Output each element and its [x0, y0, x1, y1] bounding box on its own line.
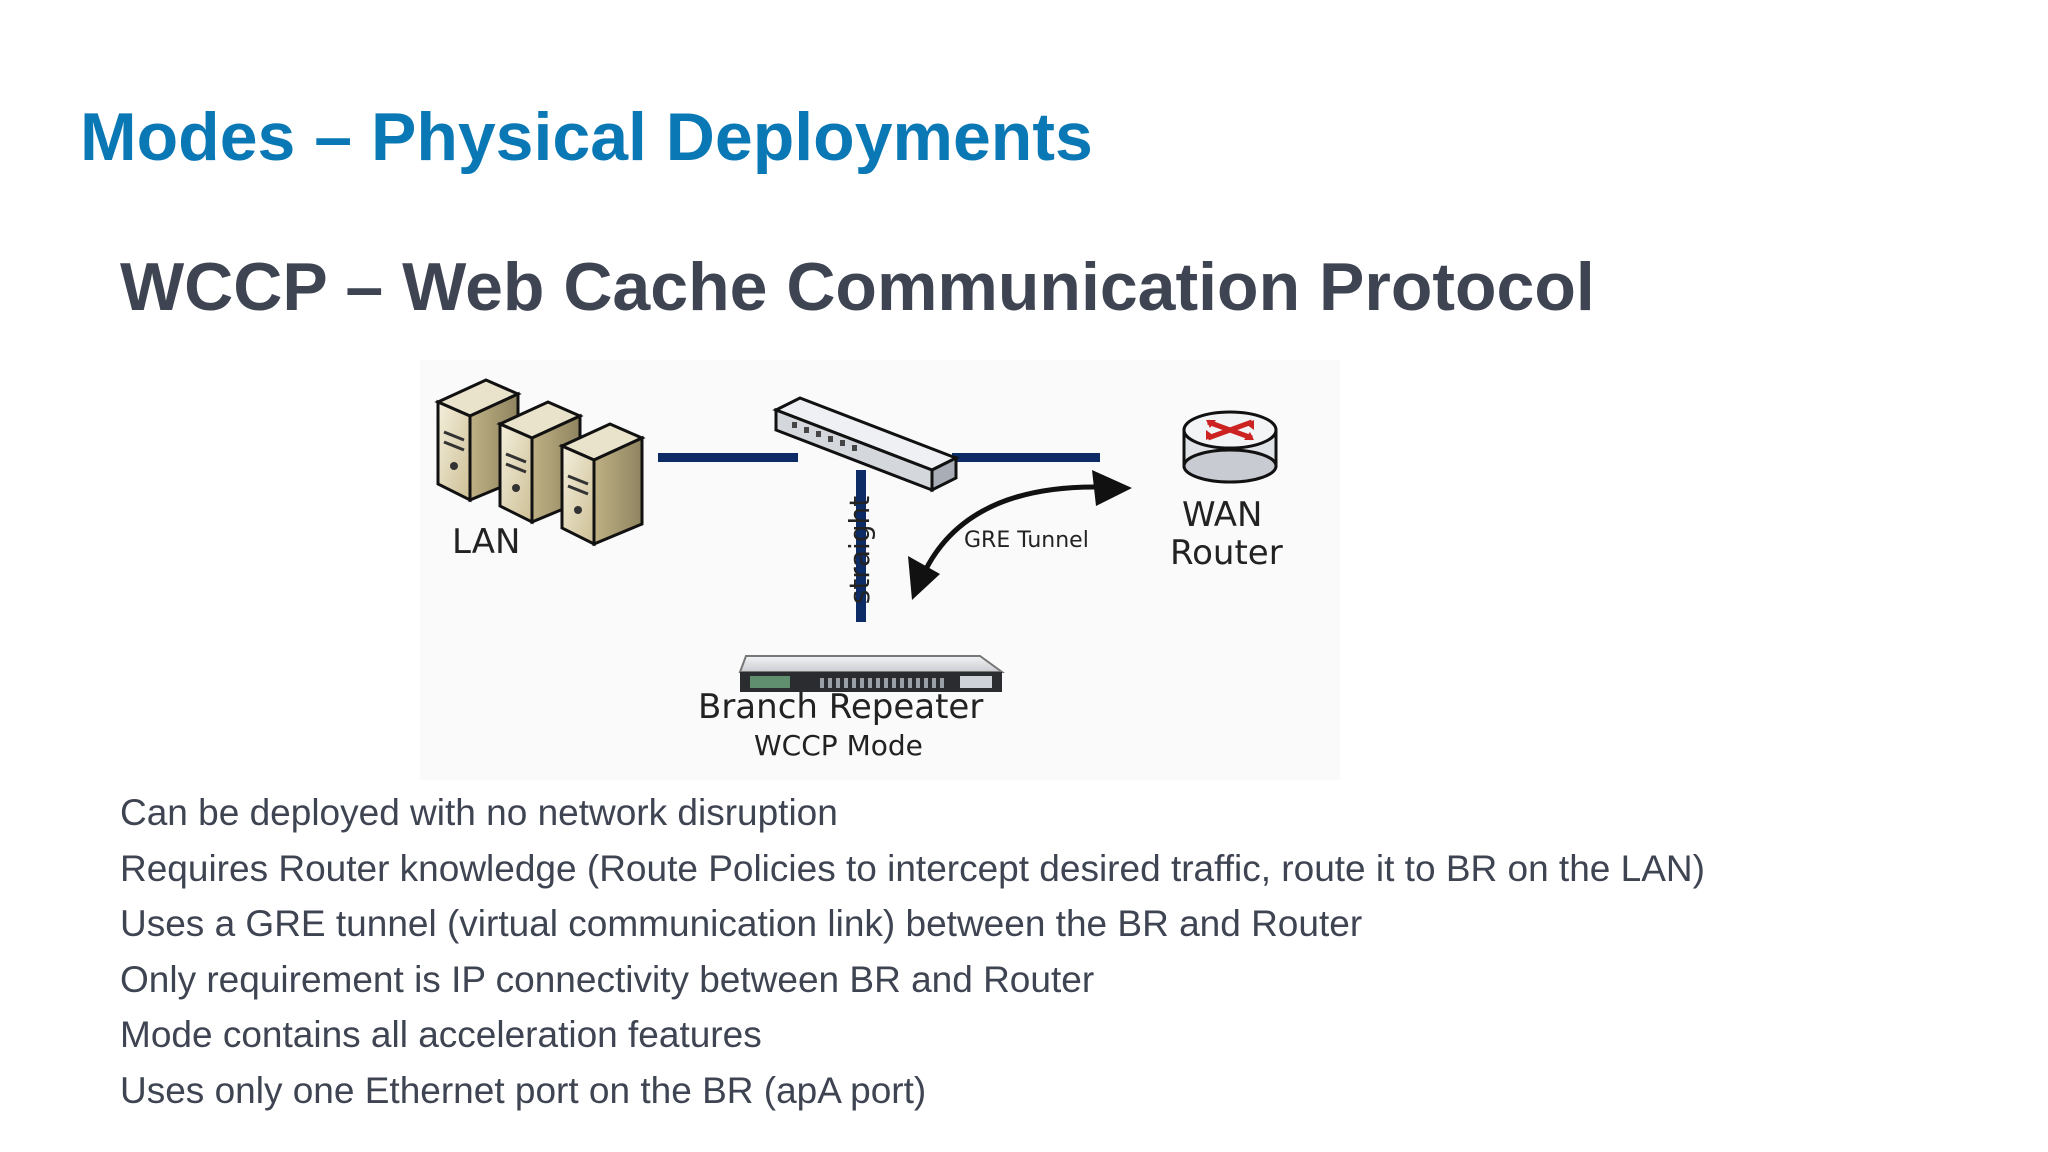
- router-icon: [1182, 410, 1278, 484]
- switch-icon: [772, 396, 960, 493]
- bullet-item: Only requirement is IP connectivity betw…: [120, 958, 1095, 1000]
- slide-title: Modes – Physical Deployments: [80, 99, 1093, 175]
- diagram-graphic: [434, 378, 1278, 692]
- straight-link: [856, 470, 866, 622]
- gre-tunnel-label: GRE Tunnel: [964, 528, 1089, 553]
- lan-label: LAN: [452, 522, 521, 562]
- straight-label: straight: [843, 495, 876, 605]
- curved-arrow-icon: [908, 470, 1132, 600]
- wan-label: WAN: [1182, 495, 1263, 535]
- slide-subtitle: WCCP – Web Cache Communication Protocol: [120, 249, 1595, 325]
- bullet-item: Uses only one Ethernet port on the BR (a…: [120, 1069, 927, 1111]
- bullet-item: Can be deployed with no network disrupti…: [120, 792, 838, 833]
- bullet-item: Requires Router knowledge (Route Policie…: [120, 847, 1705, 889]
- server-icon: [434, 378, 646, 547]
- bullet-list: Can be deployed with no network disrupti…: [120, 785, 1705, 1118]
- lan-link: [658, 453, 798, 462]
- wan-link: [952, 453, 1100, 462]
- appliance-icon: [738, 655, 1006, 692]
- bullet-item: Mode contains all acceleration features: [120, 1014, 762, 1055]
- wccp-mode-label: WCCP Mode: [754, 729, 923, 762]
- network-diagram: LAN straight GRE Tunnel WAN Router Branc…: [420, 360, 1340, 780]
- router-label: Router: [1170, 533, 1283, 573]
- bullet-item: Uses a GRE tunnel (virtual communication…: [120, 903, 1363, 944]
- branch-repeater-label: Branch Repeater: [698, 687, 984, 727]
